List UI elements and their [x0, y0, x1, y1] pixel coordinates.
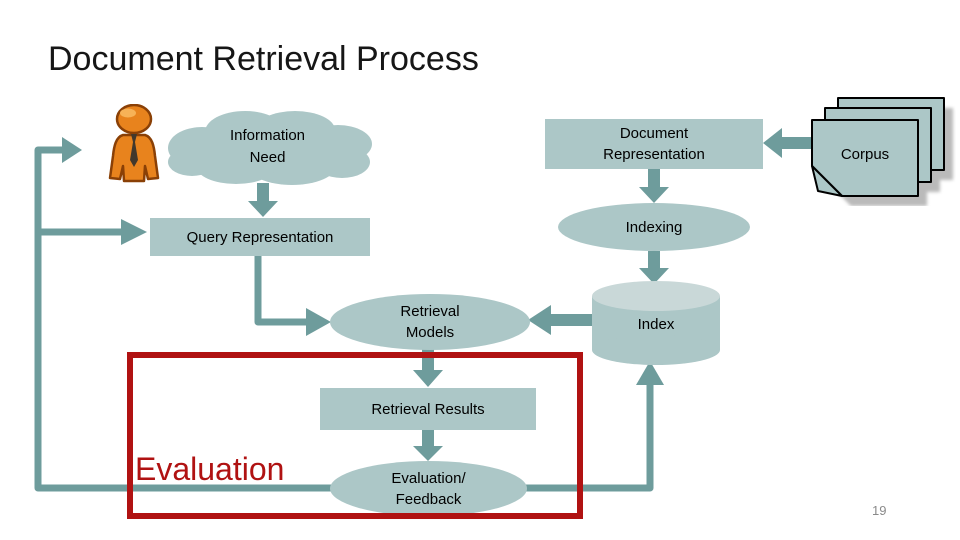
index-label-text: Index [637, 315, 675, 333]
arrow-docrep-to-indexing [639, 169, 669, 203]
arrow-index-to-models [528, 305, 592, 335]
index-node: Index [592, 296, 720, 352]
document-representation-node: Document Representation [545, 119, 763, 169]
document-representation-line2: Representation [603, 146, 705, 163]
index-cylinder-icon [592, 281, 720, 365]
line-query-to-retrieval-models [254, 256, 306, 326]
page-number: 19 [872, 503, 887, 518]
feedback-loop-line [34, 146, 654, 492]
query-representation-node: Query Representation [150, 218, 370, 256]
document-representation-line1: Document [619, 125, 689, 142]
retrieval-models-line2: Models [405, 324, 455, 341]
arrowhead-to-user [62, 137, 82, 163]
arrow-corpus-to-docrep [763, 128, 812, 158]
arrow-need-to-query [248, 183, 278, 217]
query-representation-label: Query Representation [186, 228, 334, 246]
evaluation-feedback-line1: Evaluation/ [391, 469, 466, 487]
information-need-cloud [168, 111, 372, 185]
person-icon [108, 104, 160, 183]
retrieval-models-line1: Retrieval [400, 303, 460, 320]
information-need-line2: Need [249, 149, 286, 166]
retrieval-results-label: Retrieval Results [371, 400, 485, 418]
arrow-models-to-results [413, 347, 443, 387]
arrowhead-to-query-representation [121, 219, 147, 245]
corpus-label-text: Corpus [840, 145, 890, 163]
arrow-indexing-to-index [639, 251, 669, 284]
corpus-node: Corpus [812, 122, 918, 186]
corpus-documents-icon [811, 97, 953, 206]
indexing-label: Indexing [625, 218, 683, 236]
page-title: Document Retrieval Process [48, 40, 479, 78]
evaluation-annotation: Evaluation [135, 451, 285, 487]
evaluation-feedback-node: Evaluation/ Feedback [330, 461, 527, 516]
retrieval-results-node: Retrieval Results [320, 388, 536, 430]
evaluation-feedback-line2: Feedback [395, 490, 462, 508]
arrow-results-to-feedback [413, 430, 443, 461]
indexing-node: Indexing [558, 203, 750, 251]
retrieval-models-node: Retrieval Models [330, 294, 530, 350]
information-need-node: Information Need [160, 108, 375, 186]
evaluation-highlight-box [127, 352, 583, 519]
arrowhead-to-retrieval-models [306, 308, 331, 336]
arrowhead-to-index [636, 361, 664, 385]
information-need-line1: Information [229, 127, 306, 144]
